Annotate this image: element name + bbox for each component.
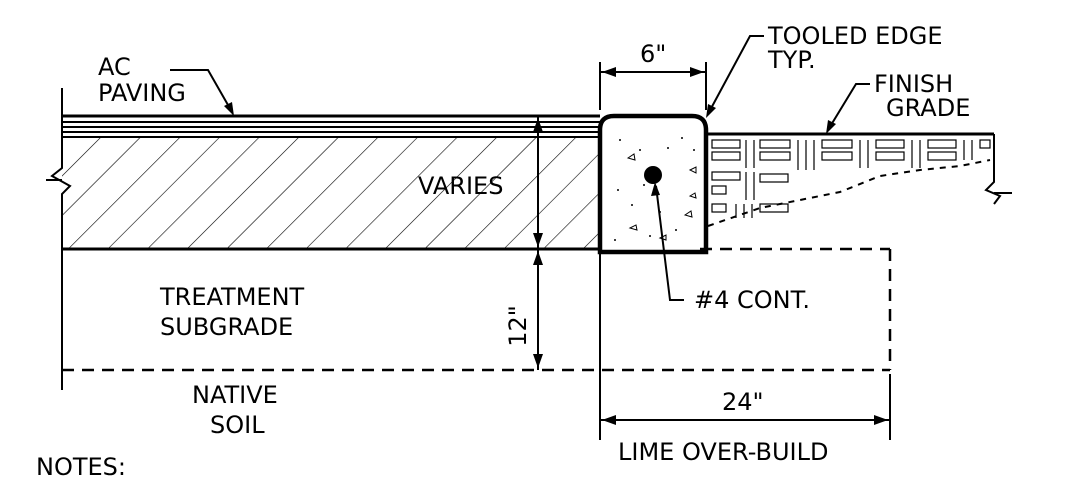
label-native: NATIVE [192, 381, 278, 409]
dim-varies [533, 116, 543, 370]
label-lime-overbuild: LIME OVER-BUILD [618, 438, 828, 466]
label-twelve-inch: 12" [504, 305, 532, 347]
dim-twentyfour-inch [600, 374, 891, 440]
label-rebar: #4 CONT. [694, 286, 810, 314]
subgrade-dashed-lines [62, 247, 892, 372]
label-finish: FINISH [874, 70, 953, 98]
label-varies: VARIES [418, 172, 503, 200]
label-soil: SOIL [210, 411, 265, 439]
label-treatment: TREATMENT [159, 283, 305, 311]
dim-six-inch [599, 62, 707, 110]
concrete-curb [597, 113, 709, 255]
label-notes: NOTES: [36, 453, 126, 481]
label-subgrade: SUBGRADE [160, 313, 293, 341]
label-ac: AC [98, 53, 131, 81]
base-layer-hatch [62, 137, 600, 251]
left-break-line [46, 88, 72, 390]
finish-grade-soil [706, 132, 1012, 227]
label-twentyfour-inch: 24" [722, 388, 764, 416]
rebar-dot [644, 166, 662, 184]
label-six-inch: 6" [640, 40, 666, 68]
leader-lines [170, 35, 870, 301]
ac-paving-layer [62, 114, 600, 138]
label-tooled-edge: TOOLED EDGE [767, 22, 943, 50]
label-grade: GRADE [886, 94, 970, 122]
label-paving: PAVING [98, 79, 186, 107]
label-typ: TYP. [767, 46, 816, 74]
